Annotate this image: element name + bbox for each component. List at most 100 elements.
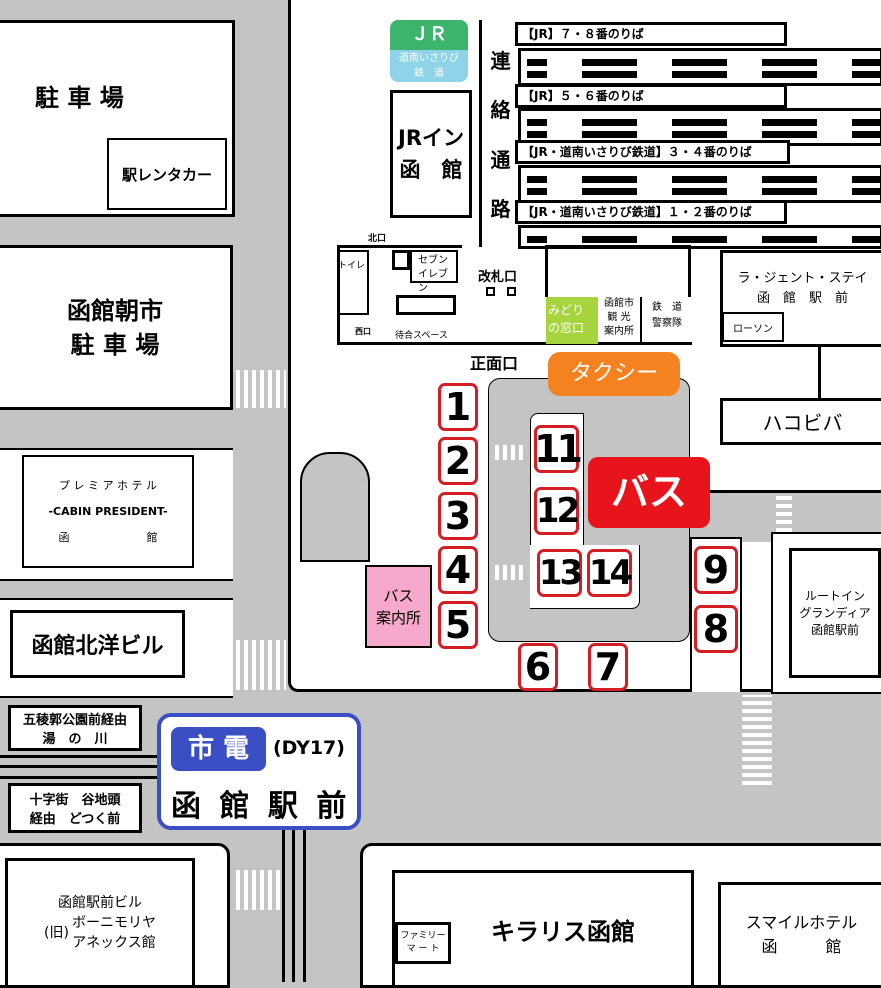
main-exit[interactable]: 正面口 [470,354,519,373]
label: 案内所 [604,326,634,337]
bus-stop-2[interactable]: 2 [438,437,478,485]
road-ramp [300,452,370,562]
label: イレブン [418,269,448,294]
routeinn: ルートイングランディア函館駅前 [789,548,881,678]
tram-track-vertical [282,830,306,982]
label: 函 館 [58,530,158,544]
label: 函館北洋ビル [31,634,164,659]
label: セブン [418,255,448,266]
tourist-info[interactable]: 函館市観 光案内所 [598,297,642,344]
label: 函館駅前ビル [58,895,142,911]
label: 函 館 [761,937,842,956]
bus-stop-1[interactable]: 1 [438,383,478,431]
label: ボーニモリヤ [71,915,156,931]
gate-post [486,287,495,296]
tram-badge: 市 電 [171,727,266,771]
tram-stop-name: 函 館 駅 前 [171,789,351,824]
crosswalk [236,370,286,408]
jr-logo: ＪＲ 道南いさりび鉄 道 [390,20,468,82]
tram-stop-sign[interactable]: 市 電 (DY17) 函 館 駅 前 [157,713,361,830]
label: 函館朝市 [67,296,163,325]
label: 連 [490,49,511,74]
railway-police: 鉄 道警察隊 [644,300,690,332]
label: 観 光 [607,312,631,323]
track [518,165,881,203]
ticket-gate[interactable]: 改札口 [478,270,518,285]
label: キラリス函館 [491,917,635,946]
label: グランディア [799,605,871,620]
label: 鉄 道 [652,302,682,313]
label: ファミリー [400,931,446,941]
bus-stop-11[interactable]: 11 [534,425,583,473]
label: 駐 車 場 [70,330,160,359]
label: アネックス館 [72,935,156,951]
hakobiba-wall [818,345,881,401]
premier-hotel: プ レ ミ ア ホ テ ル -CABIN PRESIDENT- 函 館 [22,455,194,568]
lawson[interactable]: ローソン [722,312,784,342]
ekimae-building: 函館駅前ビル (旧)ボーニモリヤアネックス館 [5,858,195,988]
label: 路 [490,196,511,221]
label: バス [383,586,414,605]
label: 函館市 [604,298,634,309]
hakobiba: ハコビバ [720,398,881,445]
bus-stop-14[interactable]: 14 [587,549,633,597]
label: 十字街 谷地頭 [29,793,121,808]
concourse [337,245,692,345]
bus-stop-9[interactable]: 9 [694,546,738,594]
hokuyo-building: 函館北洋ビル [10,610,185,678]
asaichi-parking: 函館朝市駐 車 場 [0,245,233,410]
crosswalk [742,695,772,785]
concourse-top-wall [337,245,462,248]
midori-window[interactable]: みどりの窓口 [546,297,598,344]
bus-stop-4[interactable]: 4 [438,546,478,594]
stairs [396,295,456,315]
platform-label: 【JR】５・６番のりば [515,84,787,108]
bus-stop-12[interactable]: 12 [534,487,580,535]
label: (旧) [44,925,69,941]
label: 鉄 道 [414,68,444,79]
rental-car-label: 駅レンタカー [121,165,212,184]
tram-route-sign[interactable]: 五稜郭公園前経由湯 の 川 [8,705,142,751]
north-exit[interactable]: 北口 [368,234,387,244]
crosswalk [236,870,286,910]
jr-logo-bottom: 道南いさりび鉄 道 [390,50,468,82]
familymart[interactable]: ファミリーマ ー ト [395,922,451,964]
label: プ レ ミ ア ホ テ ル [59,478,157,492]
smile-hotel: スマイルホテル函 館 [718,882,881,988]
platform-label: 【JR・道南いさりび鉄道】１・２番のりば [515,200,787,224]
label: -CABIN PRESIDENT- [48,504,168,518]
crosswalk [236,640,286,690]
platform-label: 【JR】７・８番のりば [515,22,787,46]
corridor: 連絡通路 [479,20,519,247]
bus-stop-5[interactable]: 5 [438,601,478,649]
seven-eleven[interactable]: セブンイレブン [410,250,458,294]
label: ハコビバ [762,411,843,435]
gate-post [507,287,516,296]
crosswalk [495,445,525,460]
label: マ ー ト [406,944,440,954]
tram-route-sign[interactable]: 十字街 谷地頭経由 どつく前 [8,783,142,833]
bus-stop-3[interactable]: 3 [438,492,478,540]
label: ローソン [733,323,773,335]
label: 函 館 駅 前 [756,291,848,306]
waiting-area: 待合スペース [395,331,448,341]
bus-stop-7[interactable]: 7 [588,643,628,691]
bus-stop-8[interactable]: 8 [694,605,738,653]
label: 案内所 [375,608,421,627]
jr-inn: JRイン函 館 [390,90,472,218]
taxi-sign[interactable]: タクシー [548,352,680,396]
west-exit[interactable]: 西口 [355,327,371,336]
platform-label: 【JR・道南いさりび鉄道】３・４番のりば [515,140,790,164]
label: 湯 の 川 [42,732,108,747]
bus-info-center[interactable]: バス案内所 [365,565,432,648]
concourse-east [545,245,691,297]
label: 函 館 [399,158,463,182]
label: ラ・ジェント・ステイ [737,271,868,286]
bus-sign: バス [588,457,710,528]
bus-stop-13[interactable]: 13 [537,549,583,597]
ekimae-annex: (旧)ボーニモリヤアネックス館 [44,913,156,953]
toilet: トイレ [337,250,369,315]
elevator [392,250,410,270]
bus-stop-6[interactable]: 6 [518,643,558,691]
label: トイレ [338,261,366,271]
